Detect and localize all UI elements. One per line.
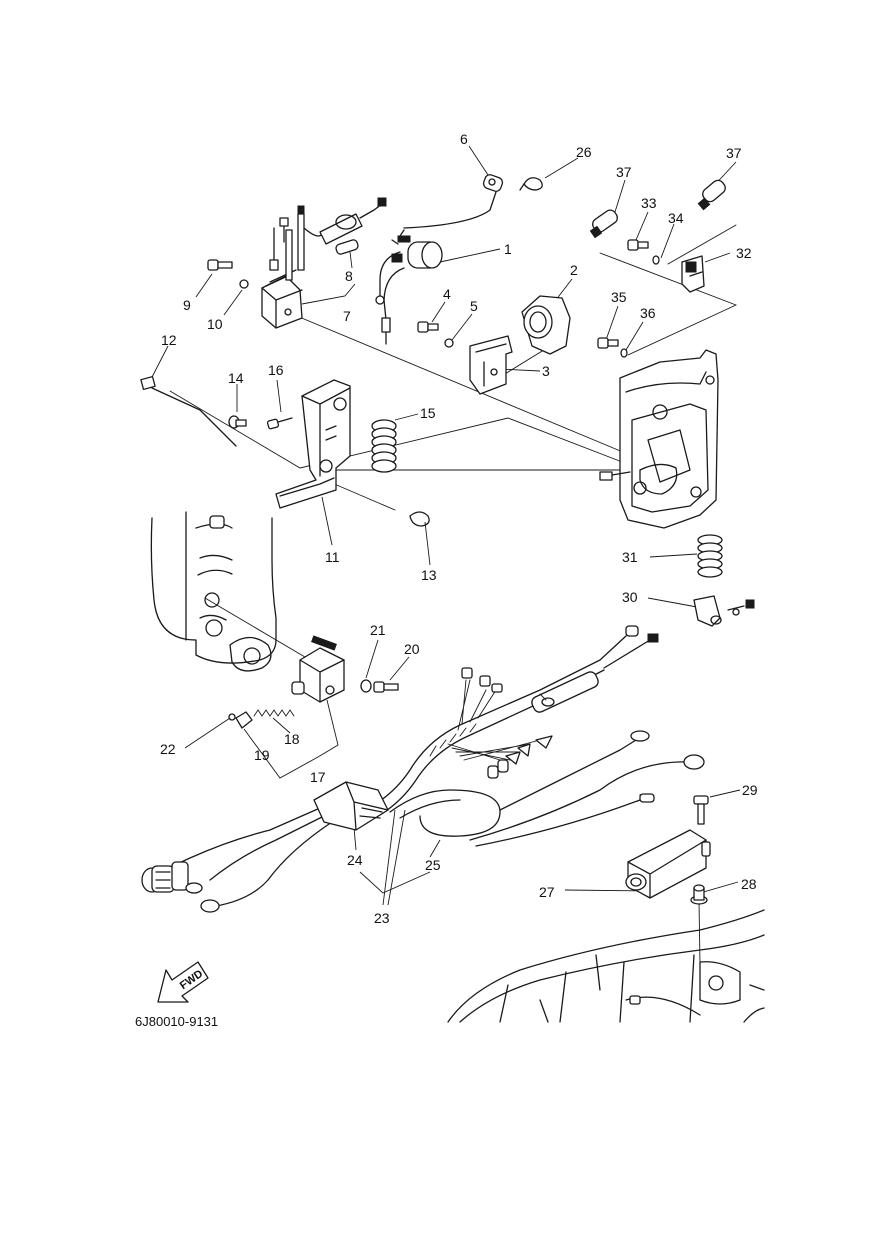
callout-29: 29 (742, 782, 758, 798)
washer-34 (652, 255, 660, 265)
cable-tie (140, 375, 237, 447)
wire-harness (141, 625, 705, 913)
washer-36 (620, 348, 628, 358)
fuse-8 (335, 239, 359, 255)
callout-31: 31 (622, 549, 638, 565)
ignition-coil (261, 205, 323, 329)
callout-6: 6 (460, 131, 468, 147)
callout-12: 12 (161, 332, 177, 348)
neutral-switch (291, 635, 345, 703)
bolt-29 (693, 795, 709, 825)
callout-37-left: 37 (616, 164, 632, 180)
callout-11: 11 (325, 549, 340, 565)
collar-28 (690, 884, 708, 905)
callout-4: 4 (443, 286, 451, 302)
callout-8: 8 (345, 268, 353, 284)
drawing-code: 6J80010-9131 (135, 1014, 218, 1029)
callout-24: 24 (347, 852, 363, 868)
ring-terminal (185, 882, 203, 894)
spark-plug-caps (589, 179, 726, 239)
callout-25: 25 (425, 857, 441, 873)
callout-17: 17 (310, 769, 326, 785)
callout-35: 35 (611, 289, 627, 305)
callout-10: 10 (207, 316, 223, 332)
callout-27: 27 (539, 884, 555, 900)
callout-33: 33 (641, 195, 657, 211)
spring-18 (253, 709, 295, 717)
callout-2: 2 (570, 262, 578, 278)
harness-main-plug (141, 861, 189, 893)
bottom-cowling-outline (447, 909, 765, 1023)
relay-bracket (469, 335, 513, 395)
ring-terminal (200, 899, 220, 913)
bolt-9 (207, 259, 233, 271)
ring-terminal (630, 730, 650, 742)
callout-21: 21 (370, 622, 386, 638)
plate-30 (693, 595, 755, 627)
clamp-32 (681, 255, 705, 293)
screw-16 (266, 417, 293, 430)
bolt-20 (373, 681, 399, 693)
leader-lines (149, 145, 741, 966)
callout-19: 19 (254, 747, 270, 763)
callout-1: 1 (504, 241, 512, 257)
callout-28: 28 (741, 876, 757, 892)
callout-3: 3 (542, 363, 550, 379)
electrical-bracket-housing (599, 349, 719, 529)
starter-relay (375, 191, 497, 345)
callout-36: 36 (640, 305, 656, 321)
bolt-35 (597, 337, 619, 349)
pin-19 (235, 711, 253, 729)
callout-labels: 1 2 3 4 5 6 7 8 9 10 11 12 13 14 15 16 1… (160, 131, 758, 926)
callout-13: 13 (421, 567, 437, 583)
callout-32: 32 (736, 245, 752, 261)
cdi-unit-bracket (275, 379, 351, 509)
ring-terminal (683, 754, 705, 770)
engine-block-outline (150, 511, 277, 672)
callout-26: 26 (576, 144, 592, 160)
fuse-holder (319, 197, 387, 245)
callout-20: 20 (404, 641, 420, 657)
bolt-14 (228, 415, 247, 429)
harness-connector-24 (313, 781, 389, 831)
callout-37-right: 37 (726, 145, 742, 161)
callout-18: 18 (284, 731, 300, 747)
bolt-33 (627, 239, 649, 251)
damper-15 (371, 419, 397, 473)
callout-23: 23 (374, 910, 390, 926)
terminal-cap (482, 174, 504, 192)
callout-22: 22 (160, 741, 176, 757)
wire-clip-26 (519, 177, 543, 191)
bolt-4 (417, 321, 439, 333)
callout-30: 30 (622, 589, 638, 605)
callout-5: 5 (470, 298, 478, 314)
callout-9: 9 (183, 297, 191, 313)
relay-rubber-holder (521, 295, 571, 355)
washer-5 (444, 338, 454, 348)
fwd-arrow-icon: FWD (157, 961, 209, 1003)
grommet-31 (697, 534, 723, 578)
washer-21 (360, 679, 372, 693)
washer-10 (239, 279, 249, 289)
callout-14: 14 (228, 370, 244, 386)
clip-22 (228, 713, 236, 721)
clip-13 (409, 511, 430, 527)
callout-34: 34 (668, 210, 684, 226)
callout-15: 15 (420, 405, 436, 421)
callout-16: 16 (268, 362, 284, 378)
callout-7: 7 (343, 308, 351, 324)
rectifier-regulator (625, 829, 711, 899)
